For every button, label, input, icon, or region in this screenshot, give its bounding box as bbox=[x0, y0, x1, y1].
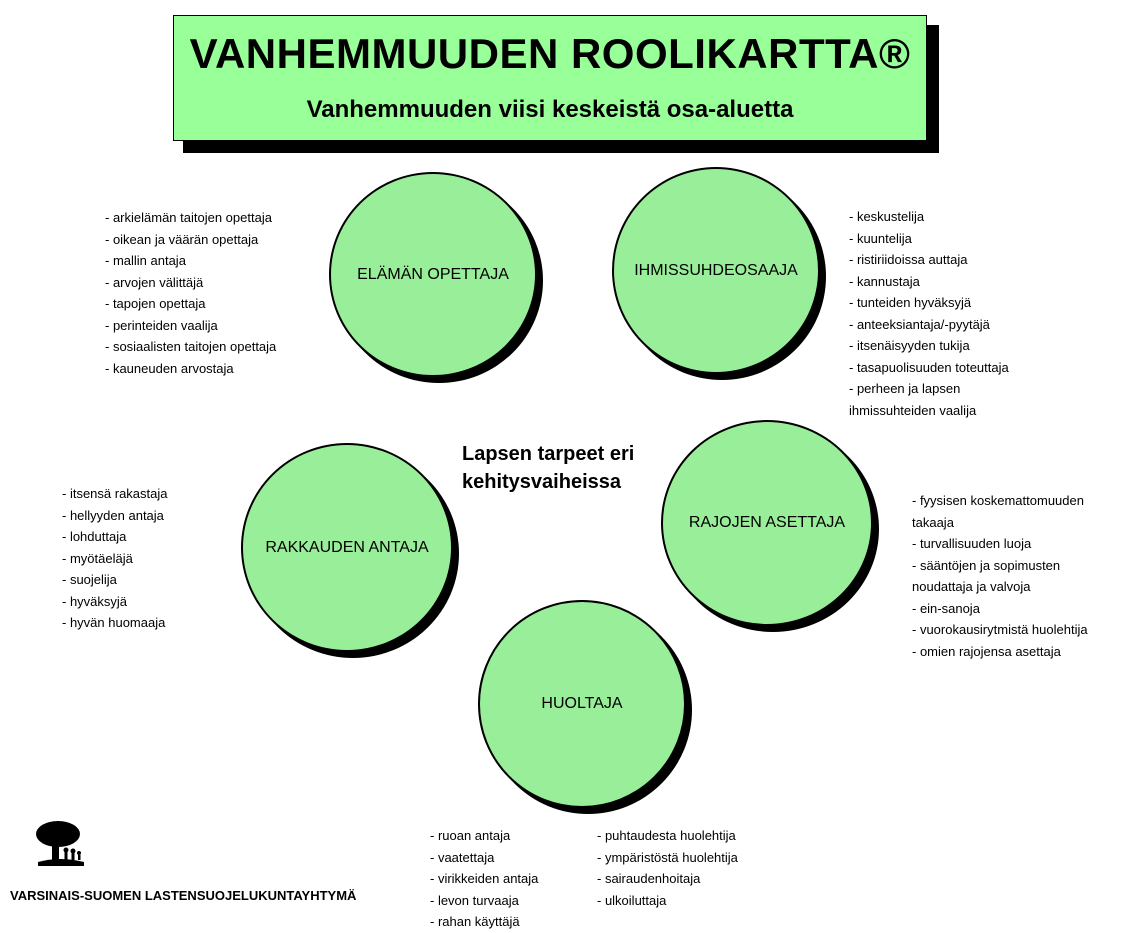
list-item: - itsensä rakastaja bbox=[62, 486, 168, 501]
circle-label-ihmissuhdeosaaja: IHMISSUHDEOSAAJA bbox=[634, 261, 798, 279]
list-huoltaja-right: - puhtaudesta huolehtija - ympäristöstä … bbox=[597, 825, 738, 911]
list-item: - hellyyden antaja bbox=[62, 507, 164, 523]
list-item: - tunteiden hyväksyjä bbox=[849, 295, 972, 310]
list-elaman-opettaja: - arkielämän taitojen opettaja - oikean … bbox=[105, 207, 276, 379]
list-item: - kauneuden arvostaja bbox=[105, 360, 234, 376]
page-title: VANHEMMUUDEN ROOLIKARTTA® bbox=[189, 30, 911, 77]
list-item: - ein-sanoja bbox=[912, 600, 980, 616]
list-item: - kannustaja bbox=[849, 273, 920, 289]
list-item: - arvojen välittäjä bbox=[105, 274, 204, 290]
list-item: - keskustelija bbox=[849, 209, 925, 224]
list-item: - ruoan antaja bbox=[430, 828, 511, 843]
list-item: noudattaja ja valvoja bbox=[912, 579, 1031, 594]
list-item: - suojelija bbox=[62, 572, 117, 587]
tree-family-icon bbox=[36, 821, 84, 866]
center-label-line-2: kehitysvaiheissa bbox=[462, 471, 621, 493]
list-item: - anteeksiantaja/-pyytäjä bbox=[849, 316, 990, 332]
list-item: - sairaudenhoitaja bbox=[597, 871, 701, 886]
list-item: - sosiaalisten taitojen opettaja bbox=[105, 339, 277, 354]
list-item: takaaja bbox=[912, 514, 954, 530]
list-item: - omien rajojensa asettaja bbox=[912, 643, 1061, 659]
list-item: - kuuntelija bbox=[849, 230, 912, 246]
circle-ihmissuhdeosaaja: IHMISSUHDEOSAAJA bbox=[612, 167, 820, 374]
list-item: - perinteiden vaalija bbox=[105, 317, 218, 333]
list-item: - virikkeiden antaja bbox=[430, 871, 539, 886]
list-item: - ulkoiluttaja bbox=[597, 892, 667, 908]
circle-label-huoltaja: HUOLTAJA bbox=[541, 695, 623, 712]
list-item: - ristiriidoissa auttaja bbox=[849, 252, 968, 267]
list-item: - sääntöjen ja sopimusten bbox=[912, 557, 1061, 573]
list-item: - oikean ja väärän opettaja bbox=[105, 231, 259, 247]
list-item: - myötäeläjä bbox=[62, 550, 133, 566]
list-item: - tasapuolisuuden toteuttaja bbox=[849, 359, 1009, 375]
list-item: - puhtaudesta huolehtija bbox=[597, 828, 736, 843]
list-ihmissuhdeosaaja: - keskustelija - kuuntelija - ristiriido… bbox=[849, 206, 1009, 421]
list-item: - tapojen opettaja bbox=[105, 296, 206, 311]
list-item: - itsenäisyyden tukija bbox=[849, 338, 970, 353]
list-item: - hyvän huomaaja bbox=[62, 615, 166, 630]
page-subtitle: Vanhemmuuden viisi keskeistä osa-aluetta bbox=[306, 96, 794, 123]
list-item: - perheen ja lapsen bbox=[849, 381, 961, 396]
list-item: - ympäristöstä huolehtija bbox=[597, 849, 738, 865]
list-item: - vaatettaja bbox=[430, 849, 495, 865]
center-label-line-1: Lapsen tarpeet eri bbox=[462, 443, 635, 465]
center-label: Lapsen tarpeet eri kehitysvaiheissa bbox=[462, 440, 634, 496]
list-item: - levon turvaaja bbox=[430, 892, 519, 908]
circle-elaman-opettaja: ELÄMÄN OPETTAJA bbox=[329, 172, 537, 377]
circle-label-rakkauden-antaja: RAKKAUDEN ANTAJA bbox=[265, 538, 429, 556]
list-item: - turvallisuuden luoja bbox=[912, 536, 1032, 551]
list-rajojen-asettaja: - fyysisen koskemattomuuden takaaja - tu… bbox=[912, 490, 1088, 662]
list-item: - arkielämän taitojen opettaja bbox=[105, 210, 272, 225]
circle-rajojen-asettaja: RAJOJEN ASETTAJA bbox=[661, 420, 873, 626]
circle-huoltaja: HUOLTAJA bbox=[478, 600, 686, 808]
circle-rakkauden-antaja: RAKKAUDEN ANTAJA bbox=[241, 443, 453, 652]
organization-name: VARSINAIS-SUOMEN LASTENSUOJELUKUNTAYHTYM… bbox=[10, 888, 357, 903]
list-item: - lohduttaja bbox=[62, 529, 127, 544]
circle-label-elaman-opettaja: ELÄMÄN OPETTAJA bbox=[357, 265, 509, 283]
circle-label-rajojen-asettaja: RAJOJEN ASETTAJA bbox=[688, 514, 846, 531]
title-box: VANHEMMUUDEN ROOLIKARTTA® Vanhemmuuden v… bbox=[173, 15, 927, 141]
list-item: - hyväksyjä bbox=[62, 593, 128, 609]
list-item: - fyysisen koskemattomuuden bbox=[912, 493, 1084, 508]
list-item: - mallin antaja bbox=[105, 253, 186, 268]
list-item: - rahan käyttäjä bbox=[430, 914, 520, 929]
list-item: - vuorokausirytmistä huolehtija bbox=[912, 622, 1088, 637]
list-huoltaja-left: - ruoan antaja - vaatettaja - virikkeide… bbox=[430, 825, 538, 933]
list-item: ihmissuhteiden vaalija bbox=[849, 402, 977, 418]
list-rakkauden-antaja: - itsensä rakastaja - hellyyden antaja -… bbox=[62, 483, 168, 634]
